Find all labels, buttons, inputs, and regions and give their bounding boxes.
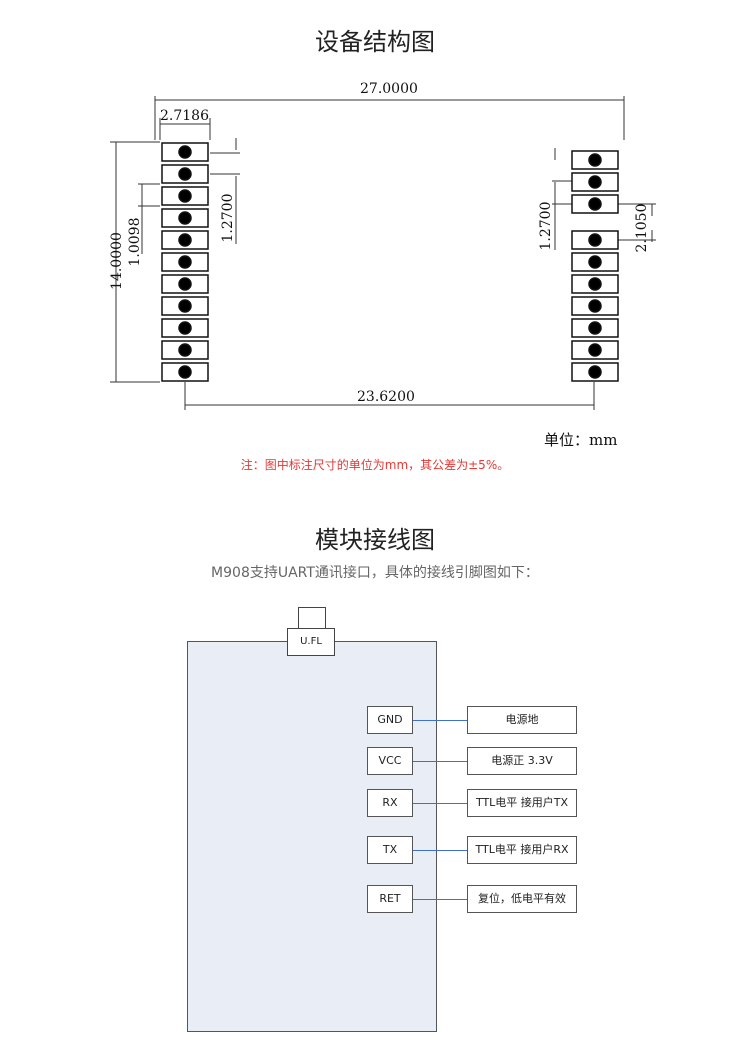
right-pin-6-hole [588, 277, 602, 291]
left-pin-3-hole [178, 189, 192, 203]
left-pin-7-hole [178, 277, 192, 291]
wire-gnd [413, 720, 467, 721]
dim-label-offset: 2.7186 [160, 108, 209, 124]
dim-label-pitch-mid: 1.2700 [220, 193, 236, 243]
right-pin-8-hole [588, 321, 602, 335]
dim-label-pitch-left: 1.0098 [127, 217, 143, 267]
unit-label: 单位：mm [544, 431, 618, 449]
ufl-connector-cap [298, 607, 326, 629]
pin-gnd: GND [367, 706, 413, 734]
wire-ret [413, 899, 467, 900]
dim-label-bottom: 23.6200 [357, 389, 415, 405]
right-pin-1-hole [588, 153, 602, 167]
wiring-diagram-subtitle: M908支持UART通讯接口，具体的接线引脚图如下： [211, 565, 539, 581]
right-pin-9-hole [588, 343, 602, 357]
right-pin-4-hole [588, 233, 602, 247]
dim-label-gap-right: 2.1050 [634, 203, 650, 253]
right-pin-3-hole [588, 197, 602, 211]
right-pin-7-hole [588, 299, 602, 313]
pin-desc-tx: TTL电平 接用户RX [467, 836, 577, 864]
pin-rx: RX [367, 789, 413, 817]
left-pin-11-hole [178, 365, 192, 379]
left-pin-4-hole [178, 211, 192, 225]
left-pin-1-hole [178, 145, 192, 159]
structure-drawing [110, 96, 656, 410]
right-pin-2-hole [588, 175, 602, 189]
left-pin-5-hole [178, 233, 192, 247]
pin-desc-rx: TTL电平 接用户TX [467, 789, 577, 817]
pin-ret: RET [367, 885, 413, 913]
tolerance-note: 注：图中标注尺寸的单位为mm，其公差为±5%。 [240, 458, 510, 472]
left-pin-10-hole [178, 343, 192, 357]
pin-vcc: VCC [367, 747, 413, 775]
wiring-diagram-title: 模块接线图 [315, 526, 435, 554]
structure-diagram-title: 设备结构图 [315, 28, 435, 56]
dim-label-pitch-right: 1.2700 [538, 201, 554, 251]
left-pin-2-hole [178, 167, 192, 181]
wire-tx [413, 850, 467, 851]
pin-desc-gnd: 电源地 [467, 706, 577, 734]
wire-vcc [413, 761, 467, 762]
pin-desc-vcc: 电源正 3.3V [467, 747, 577, 775]
dim-label-height: 14.0000 [109, 232, 125, 290]
right-pin-10-hole [588, 365, 602, 379]
left-pin-8-hole [178, 299, 192, 313]
wire-rx [413, 803, 467, 804]
pin-tx: TX [367, 836, 413, 864]
pin-desc-ret: 复位，低电平有效 [467, 885, 577, 913]
left-pin-6-hole [178, 255, 192, 269]
left-pin-9-hole [178, 321, 192, 335]
dim-label-top: 27.0000 [360, 81, 418, 97]
right-pin-5-hole [588, 255, 602, 269]
ufl-connector: U.FL [287, 628, 335, 656]
